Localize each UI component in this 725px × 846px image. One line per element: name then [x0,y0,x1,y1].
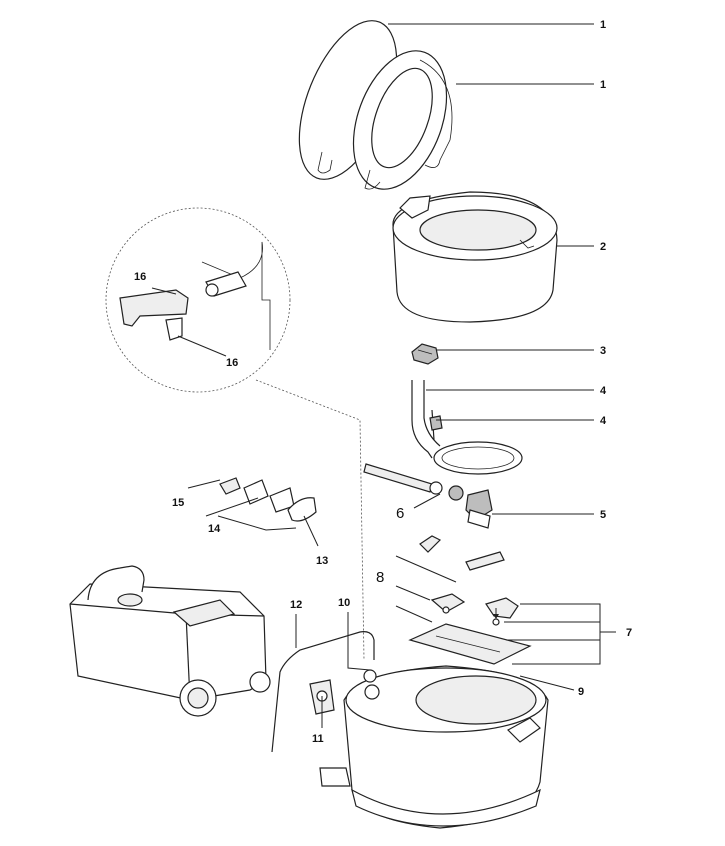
callout-16-upper: 16 [134,271,146,283]
callout-10: 10 [338,597,350,609]
callout-5: 5 [600,509,606,521]
callout-13: 13 [316,555,328,567]
part-toilet-base [319,665,549,829]
callout-8: 8 [376,569,384,586]
part-blade-mechanism [408,593,532,665]
leader-lines [151,23,616,728]
callout-12: 12 [290,599,302,611]
callout-1-seat: 1 [600,79,606,91]
callout-4-upper: 4 [600,385,607,397]
callout-15: 15 [172,497,184,509]
callout-7: 7 [626,627,632,639]
callout-4-lower: 4 [600,415,607,427]
callout-2: 2 [600,241,606,253]
arrow-marker [493,608,499,619]
callout-6: 6 [396,505,404,522]
part-waste-tank [69,565,271,717]
callout-16-lower: 16 [226,357,238,369]
callout-3: 3 [600,345,606,357]
part-seat-and-lid [298,20,453,190]
part-hoses [411,380,523,475]
detail-inset [105,207,365,661]
callout-14: 14 [208,523,221,535]
part-nozzle [411,343,439,365]
callout-1-lid: 1 [600,19,606,31]
part-pipe-and-valve [363,463,493,529]
callout-9: 9 [578,686,584,698]
callout-labels: 1 1 2 3 4 4 5 6 7 8 9 10 11 12 13 14 15 … [134,19,632,745]
callout-11: 11 [312,733,324,745]
part-clips [219,477,317,522]
part-small-fittings [419,535,505,571]
part-bowl-top [392,191,558,323]
